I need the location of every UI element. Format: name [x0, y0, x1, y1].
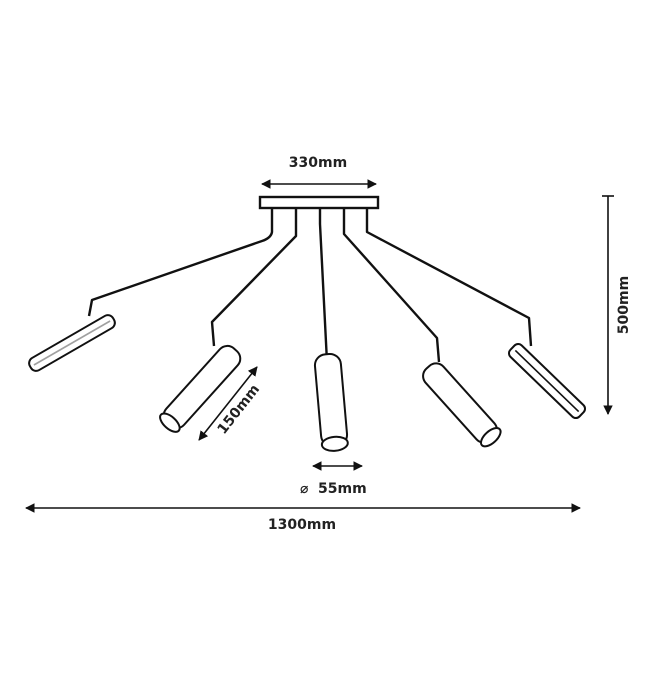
- shade-1: [28, 314, 116, 372]
- height-label: 500mm: [616, 276, 632, 334]
- total-width-label: 1300mm: [268, 517, 336, 533]
- diameter-symbol: ⌀: [300, 481, 309, 497]
- arm-3: [318, 208, 329, 363]
- canopy-width-label: 330mm: [289, 155, 347, 171]
- shade-diameter-label: 55mm: [318, 481, 367, 497]
- shade-4: [422, 362, 502, 448]
- shade-5: [507, 342, 587, 420]
- shade-length-arrow: [198, 366, 258, 441]
- arm-4: [342, 208, 441, 363]
- shade-3: [313, 352, 349, 452]
- canopy: [258, 195, 380, 210]
- arm-1: [87, 208, 274, 317]
- arm-5: [365, 208, 533, 347]
- arm-2: [210, 208, 298, 347]
